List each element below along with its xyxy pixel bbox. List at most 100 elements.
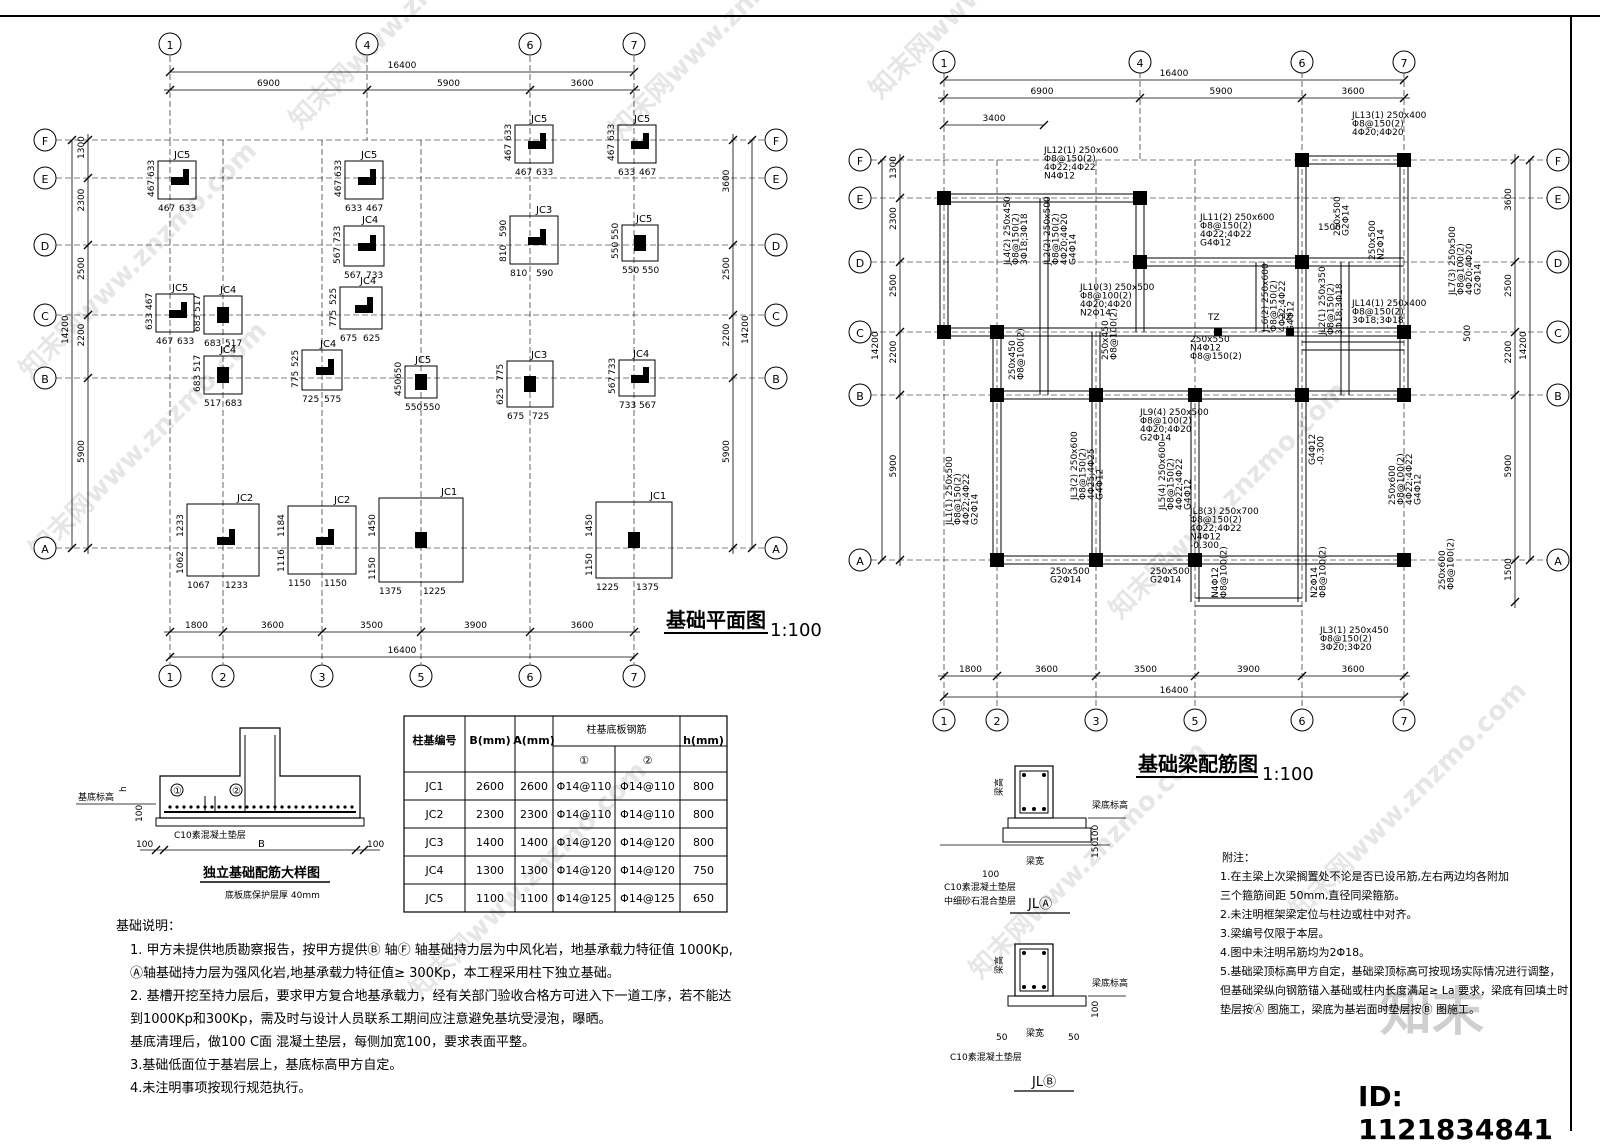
footing-dim: 633 xyxy=(177,337,194,347)
dimension-text: 500 xyxy=(1463,325,1473,342)
footing-label: JC4 xyxy=(632,349,649,360)
table-cell: 2300 xyxy=(476,808,504,821)
axis-bubble: 1 xyxy=(167,671,174,684)
beam-annotation: Φ8@150(2) xyxy=(1327,283,1337,335)
dim-tick xyxy=(165,627,175,637)
dimension-text: 3600 xyxy=(1504,188,1514,211)
table-cell: 2300 xyxy=(520,808,548,821)
beam-annotation: JL2(2) 250x500 xyxy=(1043,196,1053,266)
dimension-text: 2200 xyxy=(1504,340,1514,363)
axis-bubble: 1 xyxy=(167,39,174,52)
footing-dim: 550 xyxy=(642,266,659,276)
axis-bubble: 6 xyxy=(1299,715,1306,728)
rebar-dot xyxy=(231,805,235,809)
beam-annotation: Φ8@100(2) xyxy=(1397,453,1407,505)
beam-annotation: N2Φ14 xyxy=(1377,229,1387,260)
table-cell: 650 xyxy=(693,892,714,905)
pad-layer xyxy=(1007,995,1087,1007)
beam-annotation: JL11(2) 250x600 xyxy=(1199,213,1275,223)
rebar-dot xyxy=(301,805,305,809)
rebar-dot xyxy=(350,805,354,809)
b-label: B xyxy=(258,839,265,850)
foundation-note-line: 2. 基槽开挖至持力层后，要求甲方复合地基承载力，经有关部门验收合格方可进入下一… xyxy=(130,988,732,1004)
dim-tick xyxy=(939,120,949,130)
sheet-frame xyxy=(0,15,1600,1131)
axis-bubble-circle xyxy=(848,320,872,344)
beam-annotation: N4Φ12 xyxy=(1190,344,1221,354)
axis-bubble: E xyxy=(773,173,780,186)
axis-bubble: 5 xyxy=(418,671,425,684)
dim-tick xyxy=(895,193,905,203)
footing-pad xyxy=(157,160,197,200)
beam-annotation: JL8(3) 250x700 xyxy=(1189,507,1259,517)
mark-circle xyxy=(229,783,243,797)
dimension-text: 3400 xyxy=(983,114,1006,124)
axis-bubble: 2 xyxy=(994,715,1001,728)
dim-tick xyxy=(83,543,93,553)
axis-bubble: F xyxy=(773,135,779,148)
footing-label: JC5 xyxy=(360,150,377,161)
axis-bubble-circle xyxy=(764,366,788,390)
beam-annotation: 250x500 xyxy=(1050,567,1090,577)
axis-bubble-circle xyxy=(764,128,788,152)
dimension-text: 1800 xyxy=(959,665,982,675)
column xyxy=(990,325,1004,339)
footing-dim: 550 xyxy=(611,223,621,240)
dimension-text: 14200 xyxy=(741,315,751,344)
dim-tick xyxy=(1525,555,1535,565)
footing-dim: 517 xyxy=(193,355,203,372)
footing-dim: 567 xyxy=(344,271,361,281)
beam-annotation: 250x500 xyxy=(1150,567,1190,577)
dimension-text: 3600 xyxy=(261,621,284,631)
column xyxy=(1188,553,1202,567)
rebar-dot xyxy=(217,805,221,809)
footing-pad xyxy=(301,349,343,391)
dimension-text: 1500 xyxy=(1504,558,1514,581)
beam-annotation: N4Φ12 xyxy=(1044,172,1075,182)
dim-tick xyxy=(895,257,905,267)
beam-annotation: 250x600 xyxy=(1388,465,1398,505)
dim-tick xyxy=(747,135,757,145)
beam-annotation: JL3(2) 250x600 xyxy=(1070,431,1080,501)
footing-dim: 775 xyxy=(291,371,301,388)
foundation-note-line: 基底清理后，做100 C面 混凝土垫层，每侧加宽100，要求表面平整。 xyxy=(130,1034,535,1050)
dim-text: 50 xyxy=(996,1033,1008,1043)
footing-label: JC5 xyxy=(530,114,547,125)
axis-bubble-circle xyxy=(158,32,182,56)
dim-tick xyxy=(525,627,535,637)
axis-bubble: 6 xyxy=(1299,57,1306,70)
table-cell: 1300 xyxy=(476,864,504,877)
table-header: A(mm) xyxy=(513,734,555,747)
dim-tick xyxy=(1399,75,1409,85)
beam-annotation: 4Φ25;4Φ25 xyxy=(1087,448,1097,500)
footing-label: JC5 xyxy=(633,114,650,125)
plan-title: 基础平面图 xyxy=(666,608,766,632)
axis-bubble: D xyxy=(41,240,49,253)
foundation-note-line: Ⓐ轴基础持力层为强风化岩,地基承载力特征值≥ 300Kp，本工程采用柱下独立基础… xyxy=(130,965,620,981)
beam-sections: 梁高梁宽梁底标高C10素混凝土垫层中细砂石混合垫层100150100JLⒶ梁高梁… xyxy=(940,765,1128,1092)
dim-tick xyxy=(1135,93,1145,103)
detail-subtitle: 底板底保护层厚 40mm xyxy=(225,889,320,901)
axis-bubble: D xyxy=(1554,257,1562,270)
beam-annotation: JL4(2) 250x450 xyxy=(1003,196,1013,266)
beam-annotation: Φ8@100(2) xyxy=(1457,243,1467,295)
watermark-logo: 知末 xyxy=(1380,983,1484,1043)
dim-text: 100 xyxy=(1091,1001,1101,1018)
beam-annotation: 4Φ22;4Φ22 xyxy=(1190,524,1242,534)
footing-label: JC4 xyxy=(319,339,336,350)
beam-note-line: 2.未注明框架梁定位与柱边或柱中对齐。 xyxy=(1220,907,1418,921)
section-title: JLⒷ xyxy=(1031,1075,1056,1090)
axis-bubble-circle xyxy=(764,303,788,327)
dimension-text: 14200 xyxy=(61,315,71,344)
table-cell: Φ14@120 xyxy=(557,864,612,877)
tz-column xyxy=(1214,328,1222,336)
table-cell: 2600 xyxy=(476,780,504,793)
column-section xyxy=(169,302,187,318)
rebar-dot xyxy=(294,805,298,809)
footing-dim: 1375 xyxy=(636,583,659,593)
beam-height-label: 梁高 xyxy=(993,956,1005,974)
beam-annotation: G2Φ14 xyxy=(1140,434,1172,444)
column-section xyxy=(528,229,546,245)
footing-dim: 567 xyxy=(608,377,618,394)
axis-bubble-circle xyxy=(211,664,235,688)
